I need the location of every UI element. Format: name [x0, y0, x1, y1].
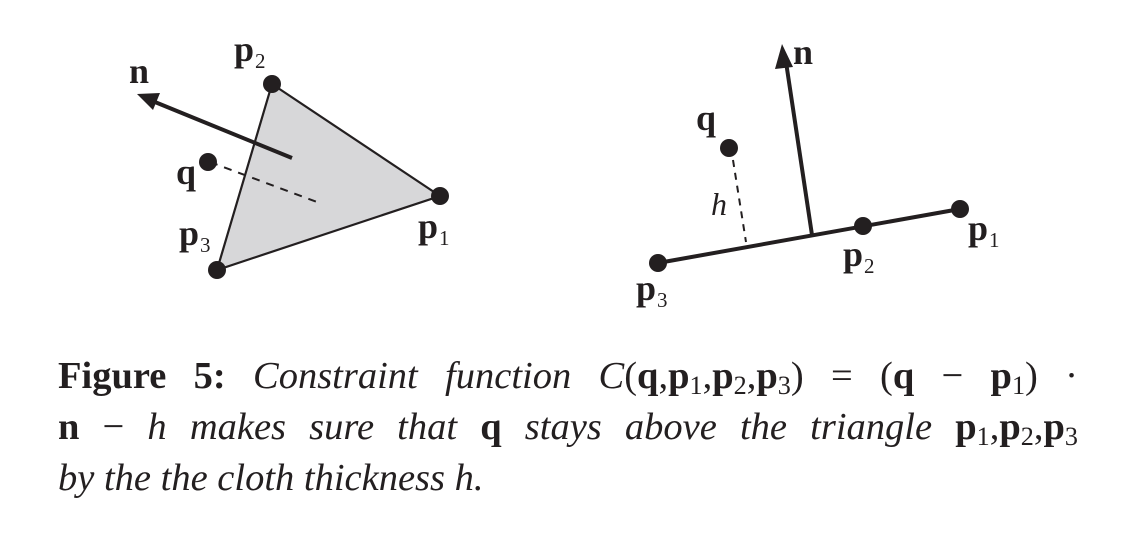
label-h: h — [711, 186, 727, 222]
triangle-edge-line — [657, 207, 961, 265]
height-dashed-line — [732, 159, 747, 243]
triangle-face — [215, 82, 443, 272]
normal-arrowhead-right — [775, 44, 793, 69]
point-p2 — [263, 75, 281, 93]
label-n-right: n — [793, 32, 813, 72]
point-q-right — [720, 139, 738, 157]
label-p1: p1 — [418, 206, 450, 250]
right-diagram: n q h p2 p1 p3 — [636, 32, 1000, 312]
label-q: q — [176, 152, 196, 192]
figure-illustration: n p2 q p3 p1 n q h p2 p1 p3 — [129, 29, 1000, 312]
distance-dashed-line — [209, 161, 318, 203]
caption-line-3: by the the cloth thickness h. — [58, 457, 484, 499]
figure-caption: Figure 5: Constraint function C(q,p1,p2,… — [58, 351, 1078, 504]
label-q-right: q — [696, 98, 716, 138]
label-p3: p3 — [179, 213, 211, 257]
point-q — [199, 153, 217, 171]
caption-line-1: Figure 5: Constraint function C(q,p1,p2,… — [58, 355, 1078, 400]
label-p2-right: p2 — [843, 234, 875, 278]
label-p2: p2 — [234, 29, 266, 73]
caption-label: Figure 5: — [58, 355, 226, 397]
point-p3 — [208, 261, 226, 279]
point-p3-right — [649, 254, 667, 272]
normal-arrowhead — [137, 93, 160, 110]
normal-vector-arrow — [149, 98, 293, 160]
point-p2-right — [854, 217, 872, 235]
point-p1-right — [951, 200, 969, 218]
point-p1 — [431, 187, 449, 205]
label-p3-right: p3 — [636, 268, 668, 312]
label-p1-right: p1 — [968, 208, 1000, 252]
normal-vector-arrow-right — [784, 61, 814, 236]
caption-line-2: n − h makes sure that q stays above the … — [58, 406, 1079, 451]
left-diagram: n p2 q p3 p1 — [129, 29, 450, 279]
label-n: n — [129, 51, 149, 91]
